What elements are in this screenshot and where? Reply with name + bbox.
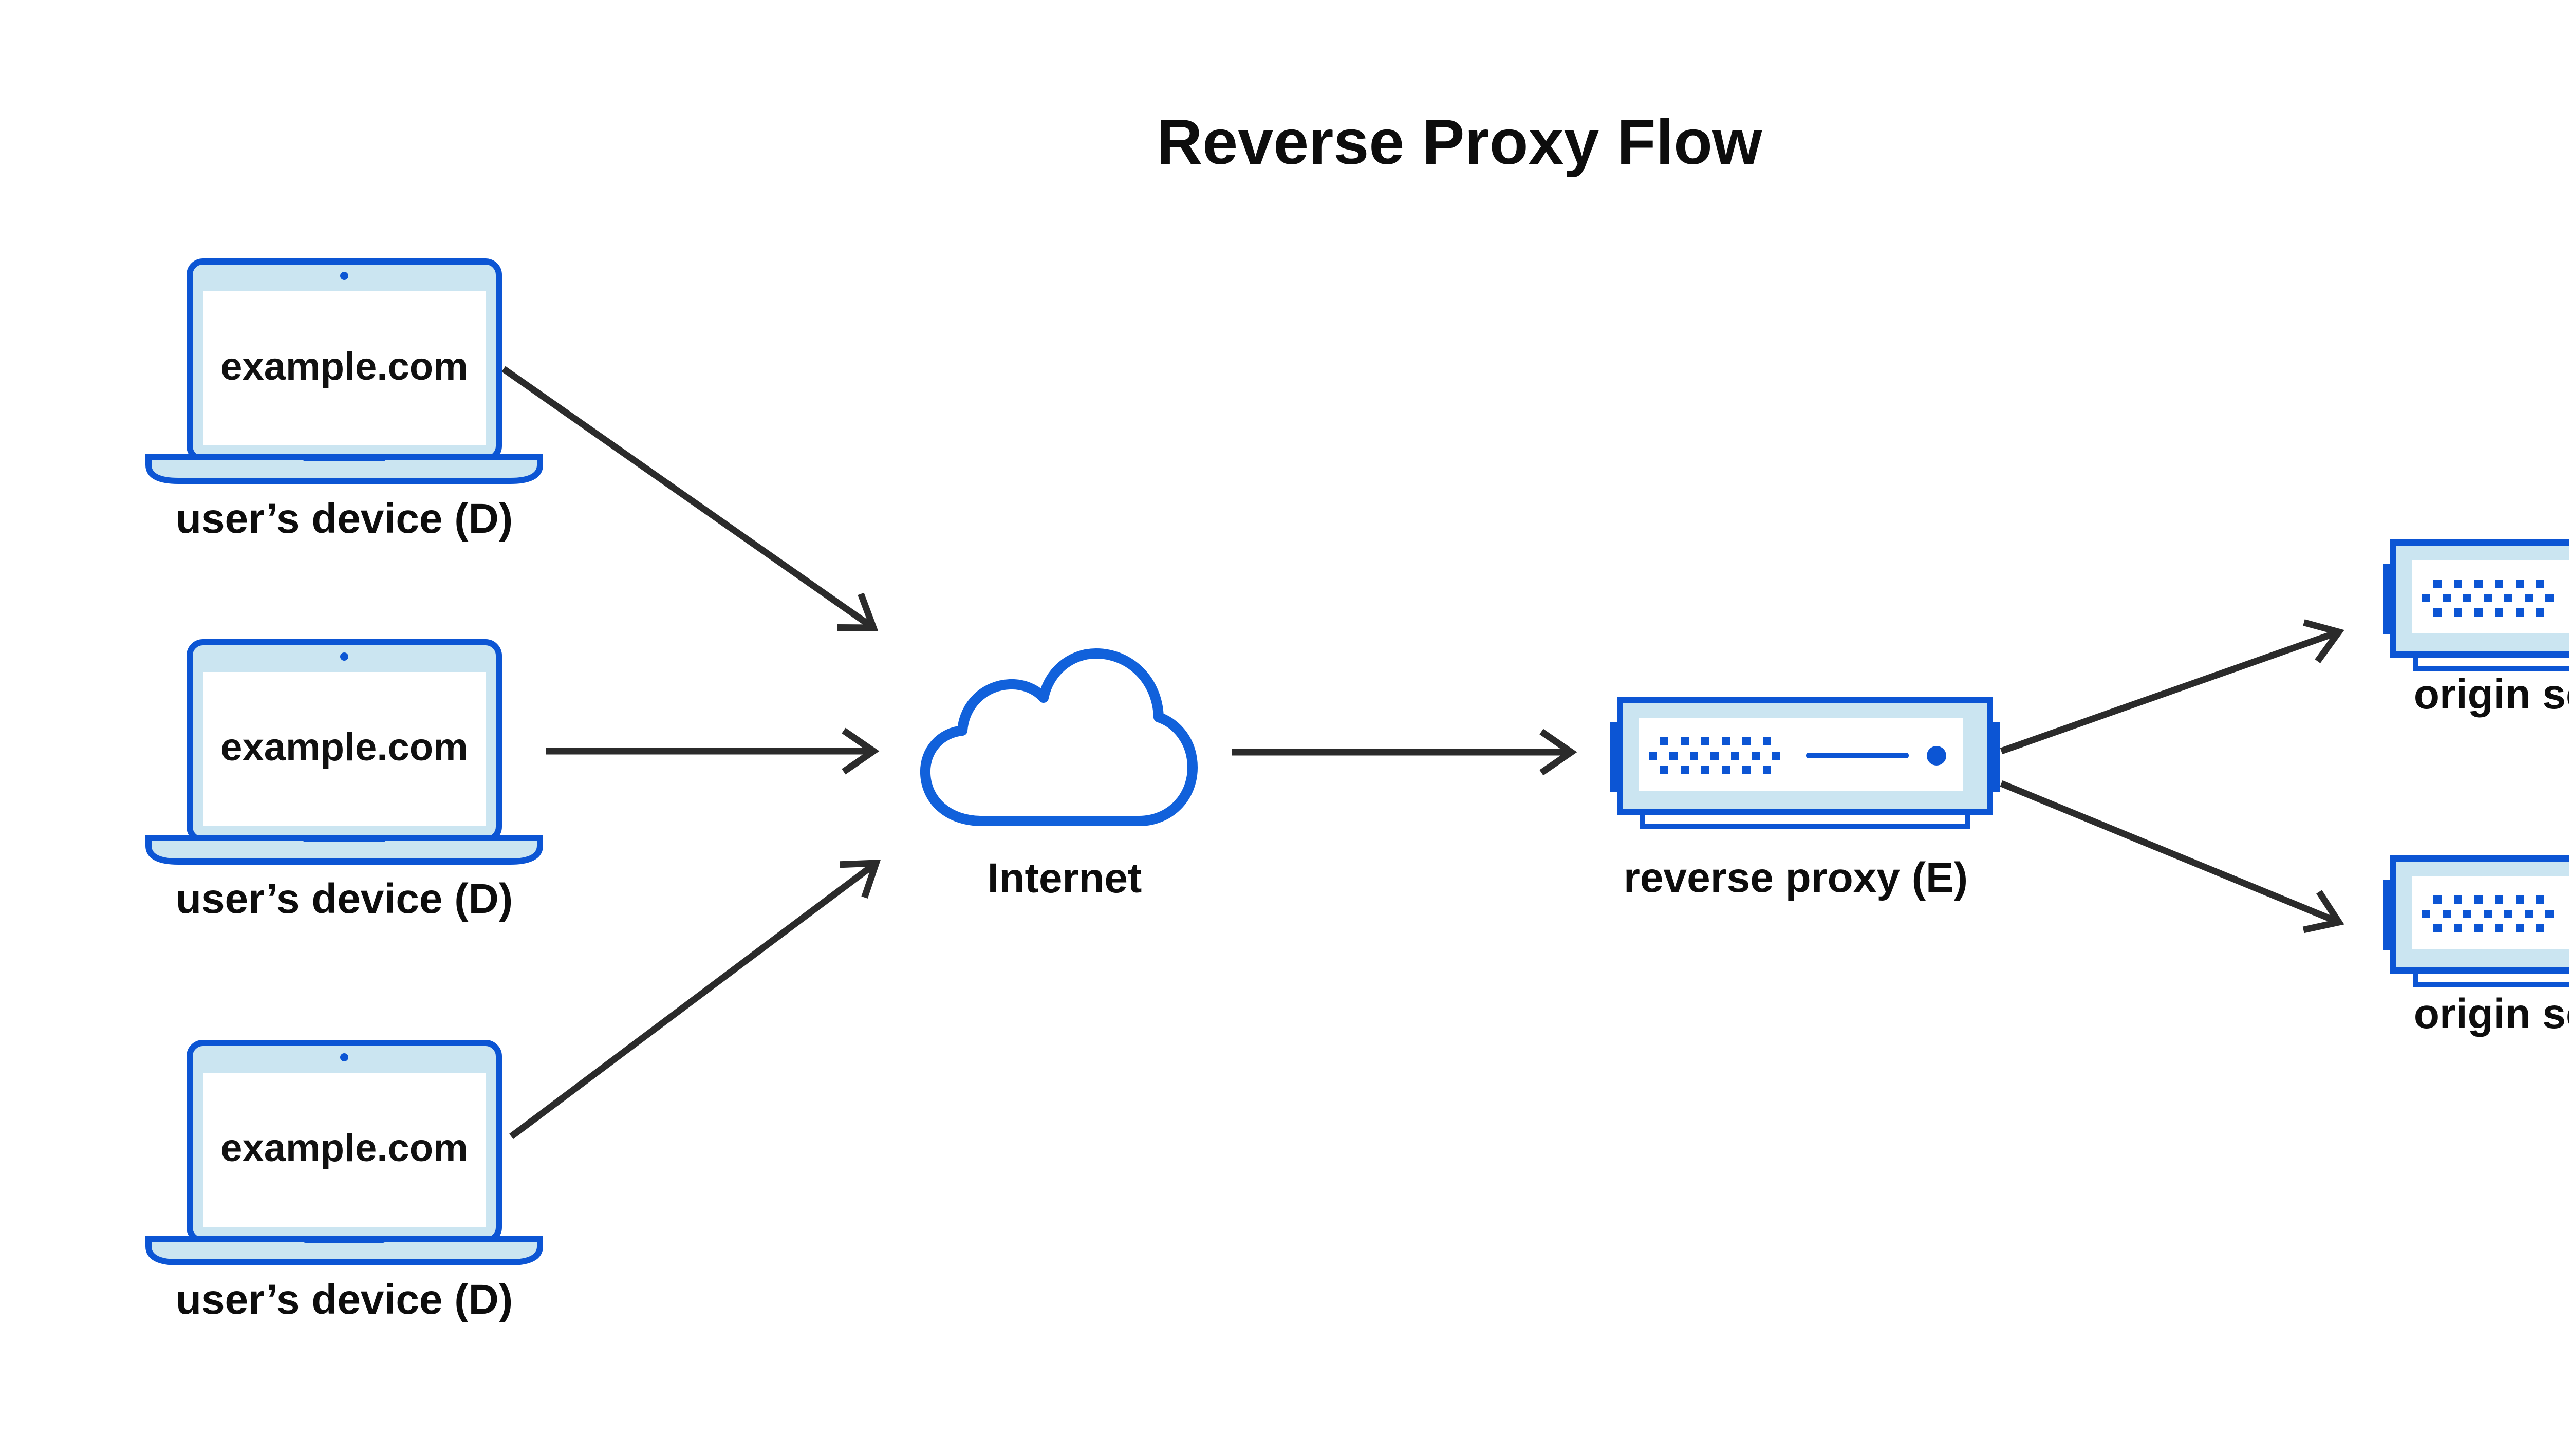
internet-label: Internet [987, 855, 1142, 902]
arrow-reverse-proxy-to-origin-server-1 [2000, 619, 2344, 755]
origin-server-1-label: origin server (F) [2413, 671, 2569, 718]
diagram-title: Reverse Proxy Flow [1156, 107, 1762, 178]
arrow-reverse-proxy-to-origin-server-2 [2000, 780, 2344, 934]
device-2-screen-text: example.com [220, 725, 468, 769]
reverse-proxy-label: reverse proxy (E) [1623, 854, 1968, 901]
server-icon-origin-server-2 [2383, 858, 2569, 985]
arrow-device3-to-internet [509, 860, 881, 1140]
arrow-device1-to-internet [501, 366, 879, 631]
server-icon-origin-server-1 [2383, 543, 2569, 669]
device-1-label: user’s device (D) [175, 495, 513, 542]
device-3-screen-text: example.com [220, 1126, 468, 1170]
device-2-label: user’s device (D) [175, 875, 513, 922]
server-icon-reverse-proxy [1610, 700, 2000, 827]
device-3-label: user’s device (D) [175, 1276, 513, 1323]
device-1-screen-text: example.com [220, 345, 468, 388]
internet-cloud-icon [920, 648, 1198, 826]
origin-server-2-label: origin server (F) [2413, 991, 2569, 1037]
